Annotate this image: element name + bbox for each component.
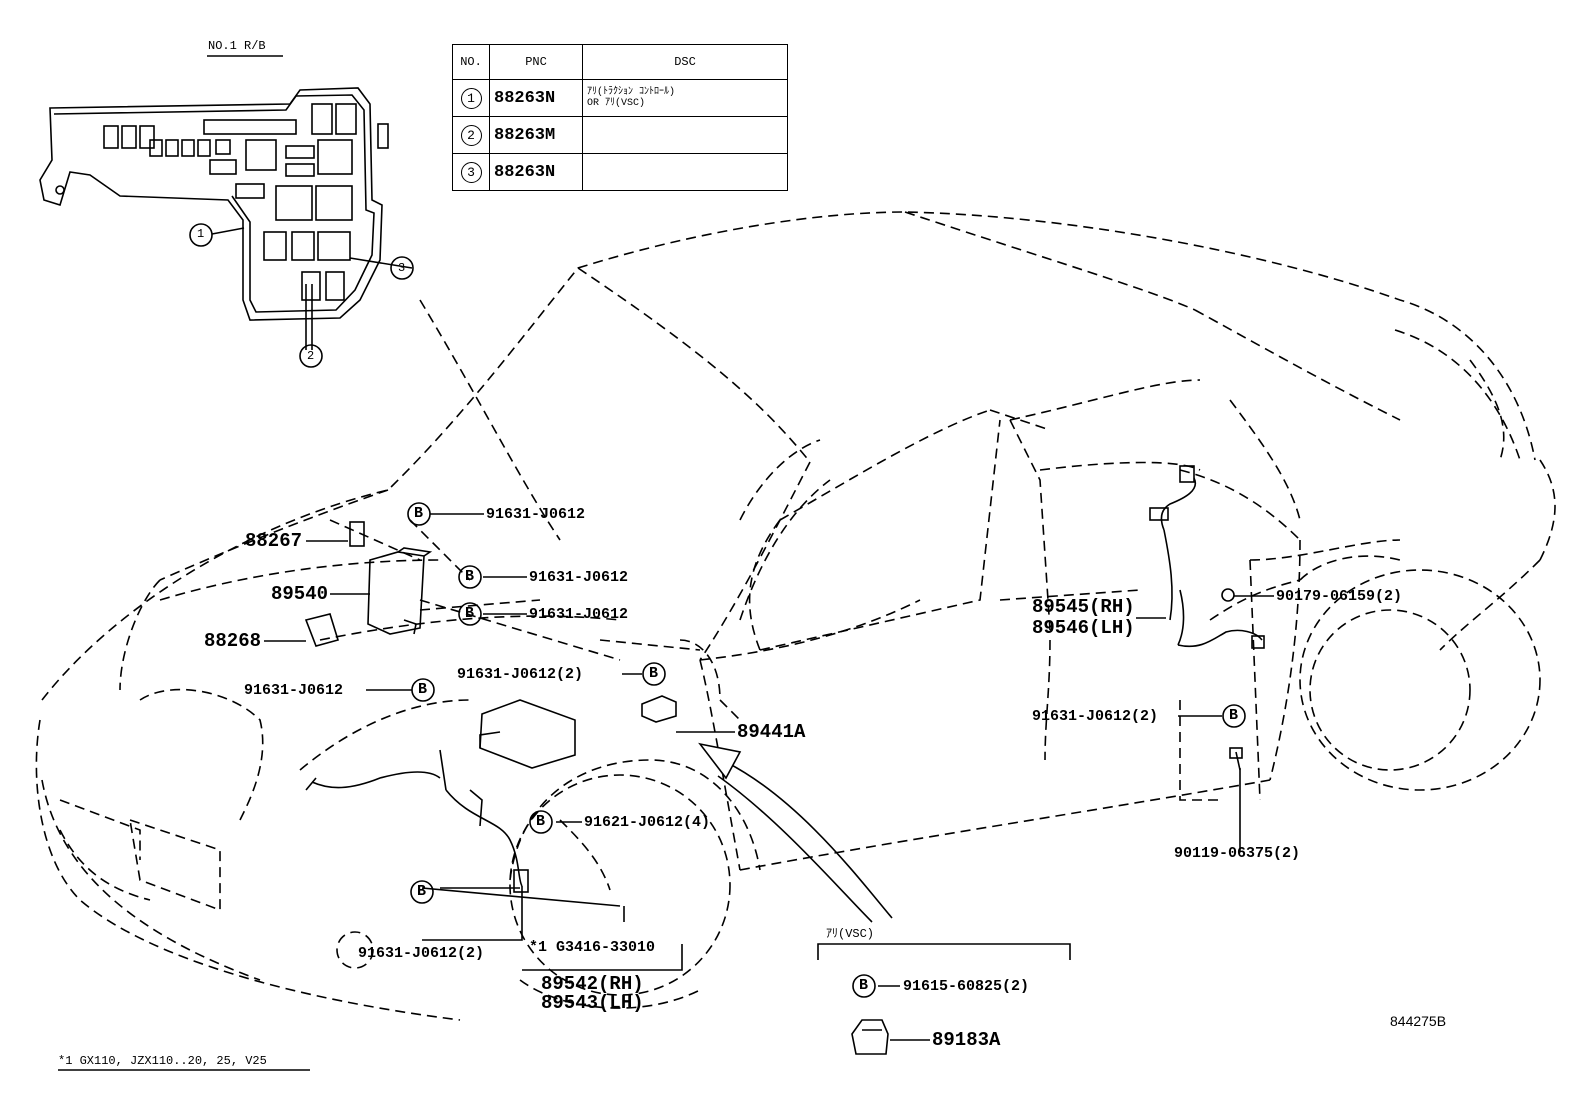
table-row: 3 88263N <box>452 153 788 191</box>
car-outline <box>35 211 1556 1021</box>
bolt-symbol: B <box>417 883 427 900</box>
label-89543: 89543(LH) <box>541 992 644 1014</box>
relay-block-drawing <box>39 55 414 368</box>
row-number: 1 <box>460 87 482 109</box>
footnote: *1 GX110, JZX110..20, 25, V25 <box>58 1054 267 1068</box>
row-dsc <box>582 116 788 154</box>
row-dsc: ｱﾘ(ﾄﾗｸｼｮﾝ ｺﾝﾄﾛｰﾙ) OR ｱﾘ(VSC) <box>582 79 788 117</box>
label-89545: 89545(RH) <box>1032 596 1135 618</box>
label-bolt-1: 91631-J0612 <box>486 506 586 523</box>
row-number: 2 <box>460 124 482 146</box>
label-bolt-3: 91631-J0612 <box>529 606 629 623</box>
bolt-symbol: B <box>414 505 424 522</box>
label-89540: 89540 <box>271 583 329 605</box>
row-dsc-line2: OR ｱﾘ(VSC) <box>587 98 646 109</box>
part-sketches <box>304 465 1265 1055</box>
label-89441A: 89441A <box>737 721 806 743</box>
bolt-markers <box>407 502 1246 998</box>
table-row: 1 88263N ｱﾘ(ﾄﾗｸｼｮﾝ ｺﾝﾄﾛｰﾙ) OR ｱﾘ(VSC) <box>452 79 788 117</box>
label-bolt-2: 91631-J0612 <box>529 569 629 586</box>
row-pnc: 88263N <box>489 79 583 117</box>
col-no: NO. <box>452 44 490 80</box>
row-dsc <box>582 153 788 191</box>
bolt-symbol: B <box>465 605 475 622</box>
table-header-row: NO. PNC DSC <box>452 44 788 80</box>
relay-block-title: NO.1 R/B <box>208 39 266 53</box>
parts-table: NO. PNC DSC 1 88263N ｱﾘ(ﾄﾗｸｼｮﾝ ｺﾝﾄﾛｰﾙ) O… <box>452 44 788 191</box>
row-pnc: 88263M <box>489 116 583 154</box>
bolt-symbol: B <box>418 681 428 698</box>
label-bolt-6: 91621-J0612(4) <box>584 814 711 831</box>
relay-marker-2: 2 <box>307 349 315 363</box>
bolt-symbol: B <box>465 568 475 585</box>
label-bolt-8: 91631-J0612(2) <box>1032 708 1159 725</box>
relay-marker-1: 1 <box>197 227 205 241</box>
bolt-symbol: B <box>649 665 659 682</box>
label-89542: 89542(RH) <box>541 973 644 995</box>
label-bolt-5: 91631-J0612(2) <box>457 666 584 683</box>
label-89183A: 89183A <box>932 1029 1001 1051</box>
label-88267: 88267 <box>245 530 303 552</box>
bolt-symbol: B <box>536 813 546 830</box>
leader-lines <box>58 513 1274 1071</box>
bolt-symbol: B <box>859 977 869 994</box>
label-90179: 90179-06159(2) <box>1276 588 1403 605</box>
label-90119: 90119-06375(2) <box>1174 845 1301 862</box>
row-number: 3 <box>460 161 482 183</box>
relay-marker-3: 3 <box>398 261 406 275</box>
vsc-box-title: ｱﾘ(VSC) <box>826 927 875 941</box>
bolt-symbol: B <box>1229 707 1239 724</box>
label-89546: 89546(LH) <box>1032 617 1135 639</box>
col-dsc: DSC <box>582 44 788 80</box>
label-bolt-7: 91631-J0612(2) <box>358 945 485 962</box>
row-pnc: 88263N <box>489 153 583 191</box>
label-88268: 88268 <box>204 630 262 652</box>
diagram-id: 844275B <box>1390 1013 1447 1029</box>
row-dsc-line1: ｱﾘ(ﾄﾗｸｼｮﾝ ｺﾝﾄﾛｰﾙ) <box>587 86 676 98</box>
col-pnc: PNC <box>489 44 583 80</box>
table-row: 2 88263M <box>452 116 788 154</box>
label-91615: 91615-60825(2) <box>903 978 1030 995</box>
label-g3416: *1 G3416-33010 <box>529 939 656 956</box>
label-bolt-4: 91631-J0612 <box>244 682 344 699</box>
